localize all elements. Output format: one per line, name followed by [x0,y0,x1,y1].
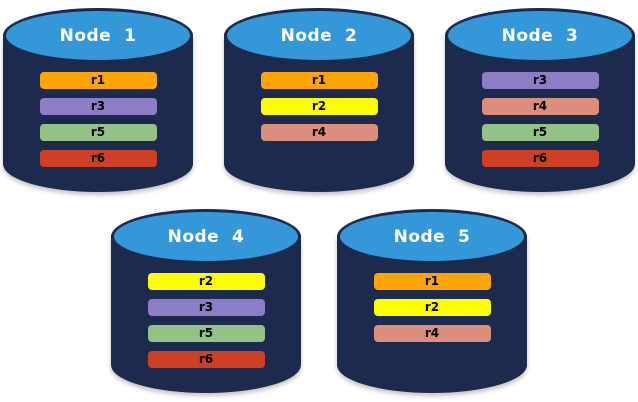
replica-bar: r1 [260,72,378,89]
replica-list: r3 r4 r5 r6 [445,72,635,167]
replica-bar: r3 [147,299,265,316]
replica-bar: r4 [481,98,599,115]
replica-bar: r6 [481,150,599,167]
replica-bar: r2 [147,273,265,290]
node-label: Node 3 [501,25,579,46]
replica-bar: r2 [260,98,378,115]
replica-bar: r4 [373,325,491,342]
cylinder-top: Node 3 [445,8,635,63]
node-cylinder-3: Node 3 r3 r4 r5 r6 [445,8,635,192]
node-label: Node 1 [59,25,137,46]
node-label: Node 5 [393,226,471,247]
top-row: Node 1 r1 r3 r5 r6 Node 2 r1 r2 r4 [0,0,638,192]
replica-bar: r4 [260,124,378,141]
node-cylinder-4: Node 4 r2 r3 r5 r6 [111,209,301,393]
cylinder-top: Node 4 [111,209,301,264]
replica-bar: r1 [39,72,157,89]
replica-bar: r6 [147,351,265,368]
node-cylinder-1: Node 1 r1 r3 r5 r6 [3,8,193,192]
replica-list: r1 r2 r4 [224,72,414,141]
replica-bar: r3 [39,98,157,115]
node-cylinder-5: Node 5 r1 r2 r4 [337,209,527,393]
replica-bar: r2 [373,299,491,316]
node-label: Node 2 [280,25,358,46]
node-cylinder-2: Node 2 r1 r2 r4 [224,8,414,192]
bottom-row: Node 4 r2 r3 r5 r6 Node 5 r1 r2 r4 [0,209,638,393]
cylinder-top: Node 5 [337,209,527,264]
replica-list: r2 r3 r5 r6 [111,273,301,368]
replica-bar: r5 [147,325,265,342]
replica-bar: r6 [39,150,157,167]
replica-bar: r1 [373,273,491,290]
replica-bar: r5 [39,124,157,141]
node-label: Node 4 [167,226,245,247]
replica-bar: r5 [481,124,599,141]
replica-bar: r3 [481,72,599,89]
cylinder-top: Node 1 [3,8,193,63]
replica-list: r1 r3 r5 r6 [3,72,193,167]
cylinder-top: Node 2 [224,8,414,63]
replica-list: r1 r2 r4 [337,273,527,342]
